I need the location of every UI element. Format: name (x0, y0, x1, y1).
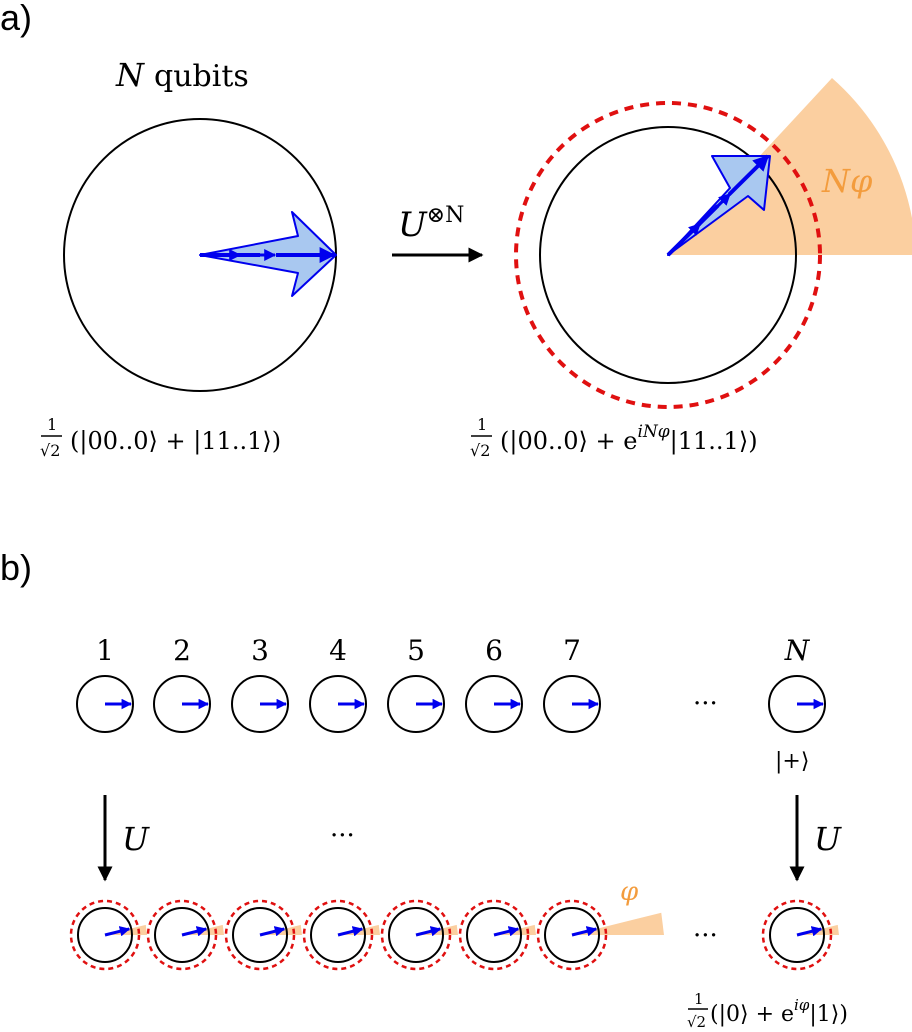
svg-text:1: 1 (477, 415, 487, 434)
svg-text:√2: √2 (470, 441, 490, 460)
dashed-ring-small (302, 899, 374, 971)
qubit-circle (768, 675, 826, 733)
qubit-circle (232, 907, 288, 963)
svg-text:√2: √2 (40, 441, 60, 460)
qubit-vector-rotated (571, 926, 598, 937)
qubit-row-initial: 1 2 3 4 5 6 7 N (76, 634, 826, 733)
svg-text:√2: √2 (687, 1013, 706, 1031)
small-phase-label: φ (620, 877, 639, 907)
right-u-arrow: U (789, 795, 842, 882)
panel-b-label: b) (0, 547, 32, 588)
qubit-circle (769, 907, 825, 963)
left-bloch-circle (63, 118, 337, 392)
qubit-number-label: 2 (173, 634, 191, 667)
svg-text:(|0⟩ + eiφ|1⟩): (|0⟩ + eiφ|1⟩) (710, 996, 848, 1027)
operator-arrow: U⊗N (392, 203, 484, 263)
qubit-circle (310, 907, 366, 963)
dashed-ring-small (380, 899, 452, 971)
qubit-circle (388, 907, 444, 963)
svg-text:U: U (122, 820, 150, 858)
qubit-number-label: N (784, 634, 811, 667)
dashed-ring-small (458, 899, 530, 971)
dashed-ring-small (69, 899, 141, 971)
qubit-vector-rotated (493, 926, 520, 937)
qubit-number-label: 6 (485, 634, 503, 667)
qubit-vector-rotated (181, 926, 208, 937)
qubit-circle (154, 907, 210, 963)
dashed-ring-small (536, 899, 608, 971)
final-state-formula: 1 √2 (|0⟩ + eiφ|1⟩) (687, 990, 848, 1031)
qubit-number-label: 1 (96, 634, 114, 667)
qubit-vector-rotated (104, 926, 131, 937)
dashed-ring (514, 101, 822, 409)
qubit-circle (153, 675, 211, 733)
qubit-row-rotated (69, 899, 839, 971)
qubit-number-label: 7 (563, 634, 581, 667)
svg-text:(|00..0⟩ + |11..1⟩): (|00..0⟩ + |11..1⟩) (70, 427, 281, 456)
qubit-circle (544, 907, 600, 963)
qubit-vector-rotated (259, 926, 286, 937)
ellipsis-middle: ··· (330, 821, 355, 851)
right-bloch-circle: Nφ (514, 78, 912, 409)
qubit-circle (77, 907, 133, 963)
qubit-vector-rotated (415, 926, 442, 937)
phase-label: Nφ (821, 162, 873, 200)
qubit-circle (465, 675, 523, 733)
svg-text:1: 1 (694, 990, 704, 1008)
qubit-vector-rotated (337, 926, 364, 937)
qubit-circle (231, 675, 289, 733)
qubit-vector-rotated (796, 926, 823, 937)
operator-label: U⊗N (398, 203, 464, 245)
plus-state-label: |+⟩ (775, 749, 809, 774)
qubit-circle (543, 675, 601, 733)
qubit-number-label: 3 (251, 634, 269, 667)
qubit-circle (466, 907, 522, 963)
panel-a-label: a) (0, 0, 32, 38)
left-state-formula: 1 √2 (|00..0⟩ + |11..1⟩) (40, 415, 281, 460)
svg-text:U: U (814, 820, 842, 858)
qubit-circle (76, 675, 134, 733)
dashed-ring-small (224, 899, 296, 971)
svg-text:1: 1 (47, 415, 57, 434)
svg-text:(|00..0⟩ + eiNφ|11..1⟩): (|00..0⟩ + eiNφ|11..1⟩) (500, 422, 758, 456)
qubit-number-label: 4 (329, 634, 347, 667)
qubit-circle (309, 675, 367, 733)
ellipsis-bottom: ··· (693, 921, 718, 951)
left-u-arrow: U (97, 795, 150, 882)
dashed-ring-small (146, 899, 218, 971)
ellipsis-top: ··· (693, 689, 718, 719)
dashed-ring-small (761, 899, 833, 971)
right-state-formula: 1 √2 (|00..0⟩ + eiNφ|11..1⟩) (470, 415, 758, 460)
qubit-circle (387, 675, 445, 733)
qubit-number-label: 5 (407, 634, 425, 667)
